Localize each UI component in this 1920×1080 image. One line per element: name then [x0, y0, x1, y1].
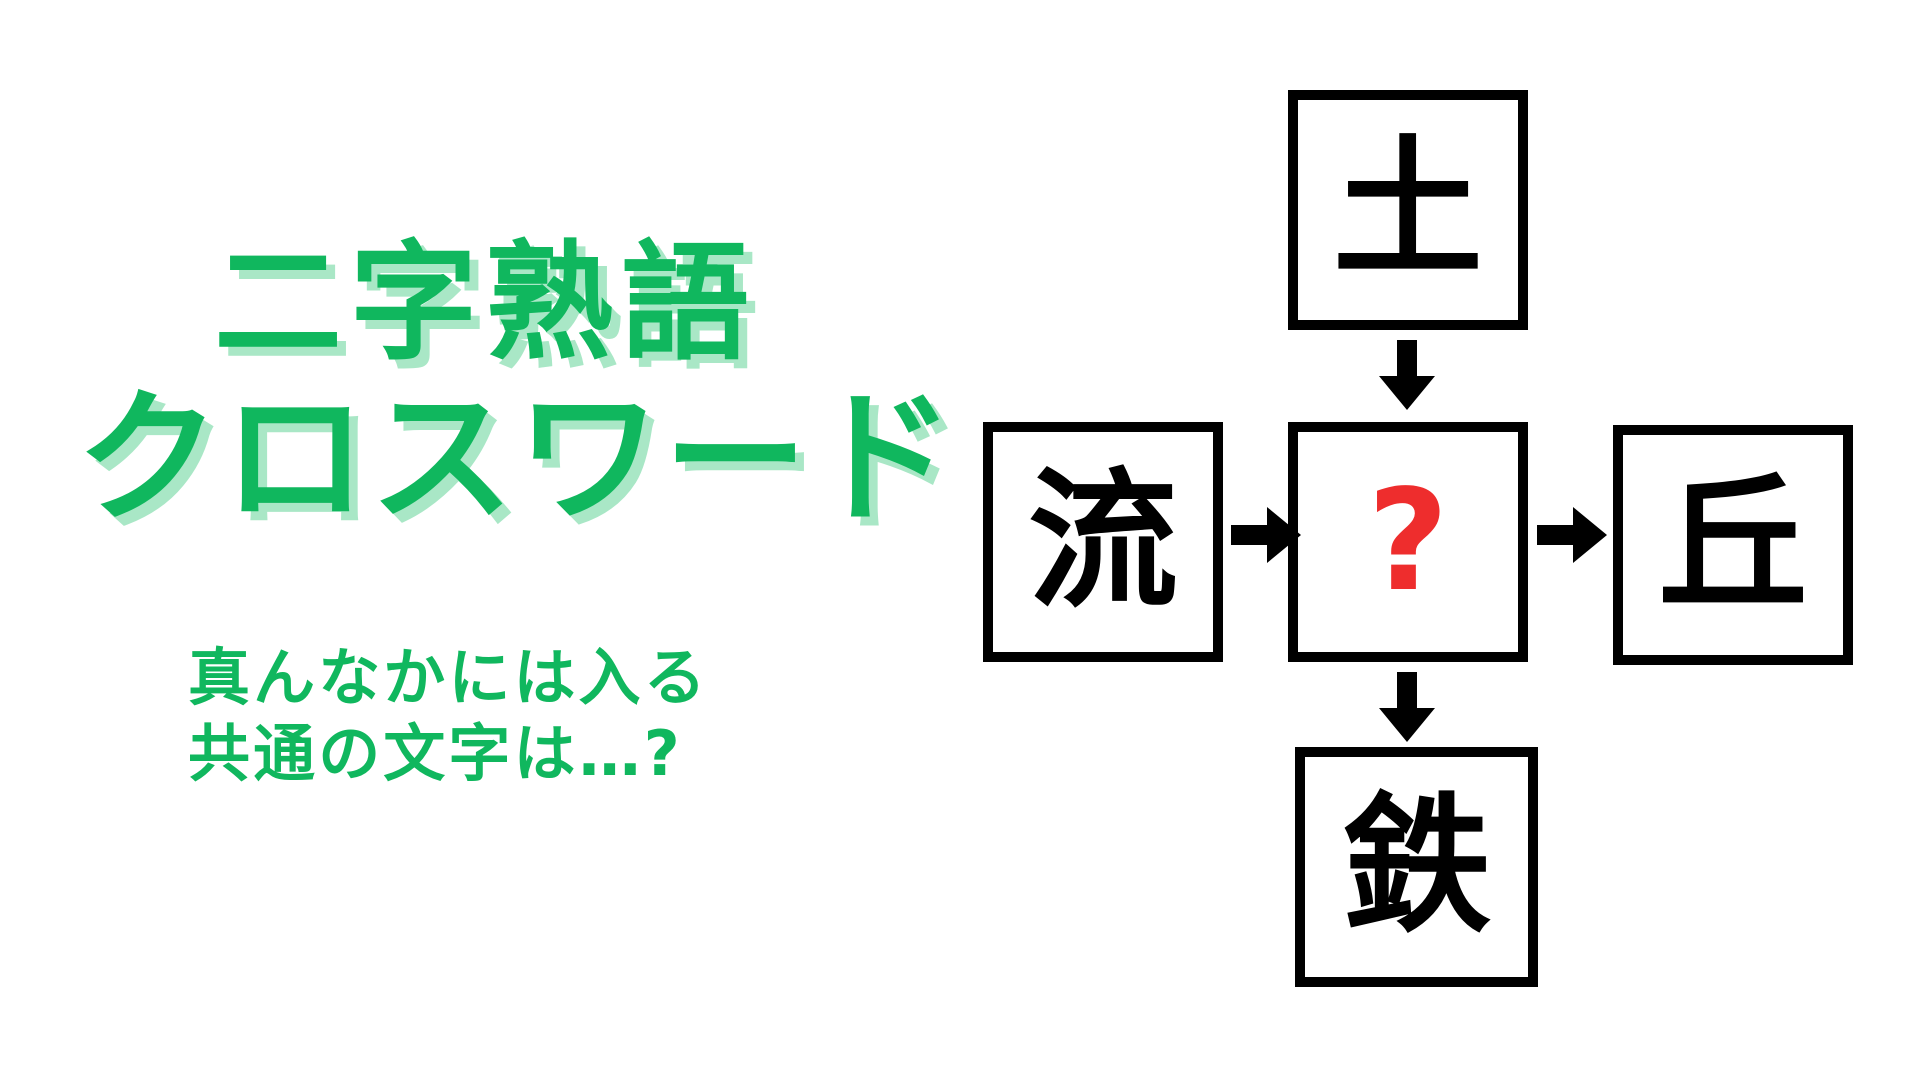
arrow-right-icon [1537, 505, 1609, 565]
arrow-right-icon [1231, 505, 1303, 565]
puzzle-cell-top-label: 土 [1332, 123, 1483, 297]
page-title-line-1: 二字熟語 [214, 229, 757, 378]
subtitle: 真んなかには入る 共通の文字は…? [188, 640, 709, 791]
puzzle-cell-left: 流 [983, 422, 1223, 662]
puzzle-cell-bottom: 鉄 [1295, 747, 1538, 987]
page-title-line-2: クロスワード [76, 374, 958, 542]
puzzle-cell-center-answer[interactable]: ? [1288, 422, 1528, 662]
puzzle-cell-top: 土 [1288, 90, 1528, 330]
puzzle-cell-bottom-label: 鉄 [1341, 780, 1492, 954]
title-panel: 二字熟語 クロスワード 真んなかには入る 共通の文字は…? [76, 229, 958, 791]
subtitle-line-1: 真んなかには入る [188, 641, 709, 714]
subtitle-line-2: 共通の文字は…? [188, 716, 683, 790]
arrow-down-icon [1377, 672, 1437, 744]
puzzle-cell-left-label: 流 [1027, 455, 1178, 629]
puzzle-cell-right: 丘 [1613, 425, 1853, 665]
crossword-diagram: 土 流 ? 丘 鉄 [960, 0, 1920, 1080]
puzzle-cell-right-label: 丘 [1657, 458, 1808, 632]
puzzle-cell-center-label: ? [1367, 460, 1449, 623]
arrow-down-icon [1377, 340, 1437, 412]
